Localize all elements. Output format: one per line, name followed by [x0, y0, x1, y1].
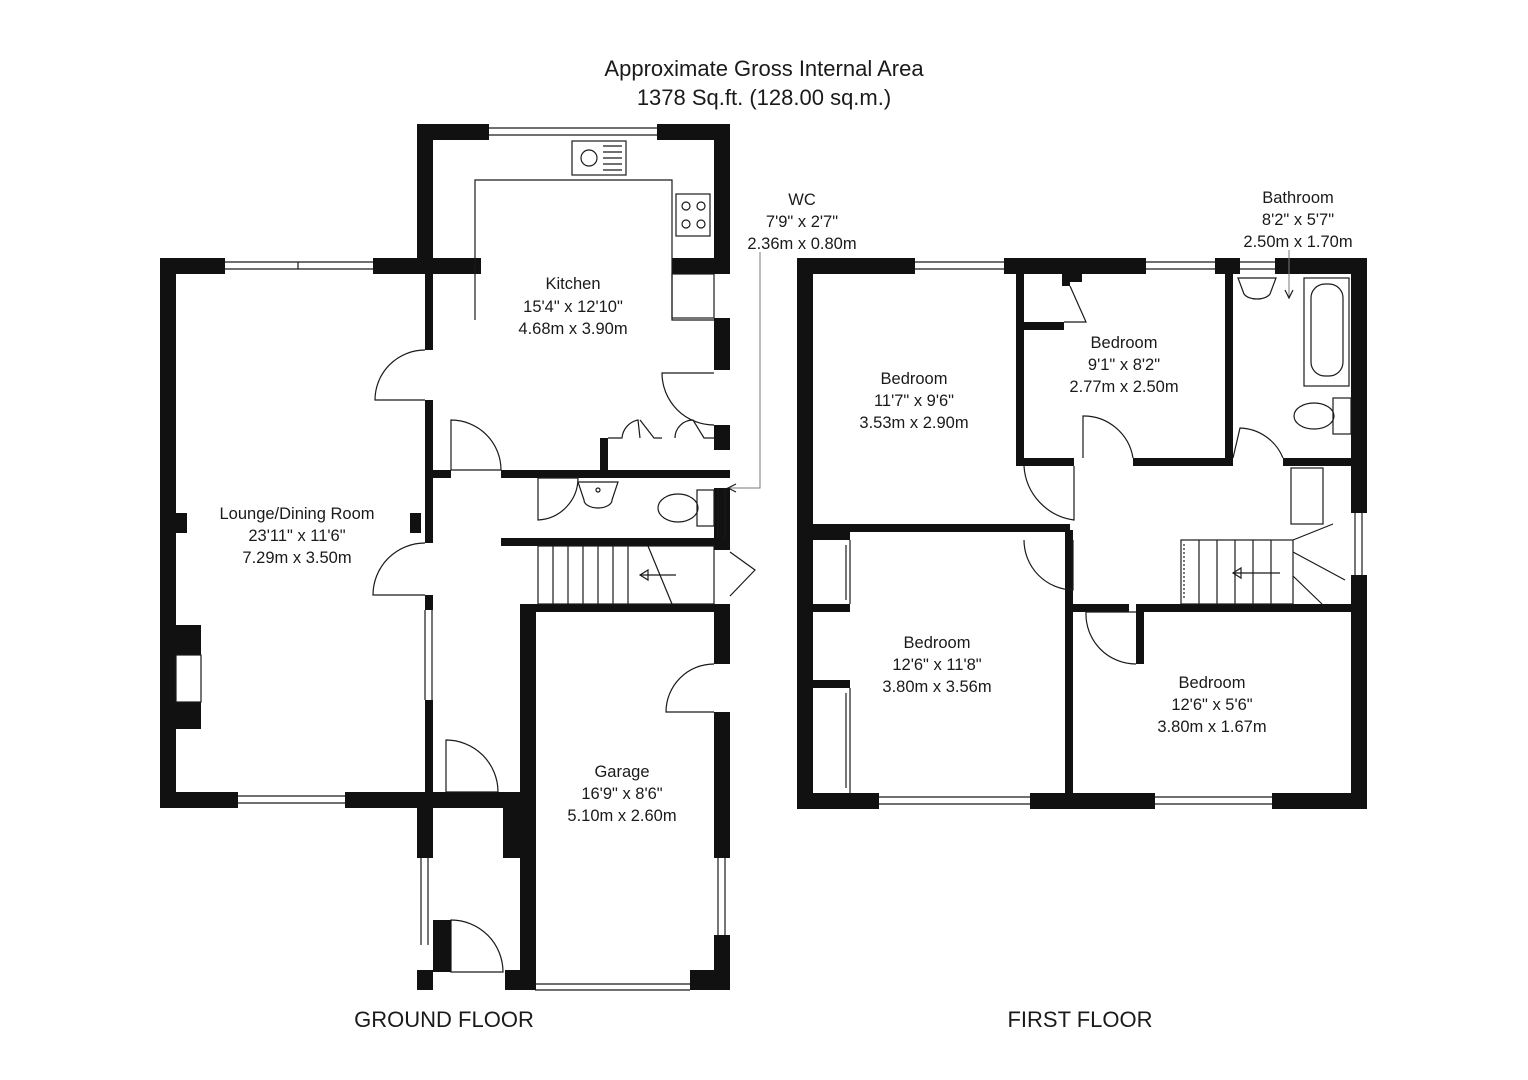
bathroom-arrow-icon [1284, 250, 1294, 300]
bedroom1-imperial: 11'7" x 9'6" [874, 392, 954, 410]
wc-window [717, 488, 726, 538]
bedroom2-name: Bedroom [1091, 334, 1158, 352]
bedroom4-metric: 3.80m x 1.67m [1157, 718, 1266, 736]
bedroom1-metric: 3.53m x 2.90m [859, 414, 968, 432]
landing-staircase [1180, 467, 1346, 605]
garage-imperial: 16'9" x 8'6" [581, 785, 662, 803]
wc-door [537, 477, 579, 521]
wc-leader-line [730, 252, 761, 489]
bathroom-name: Bathroom [1262, 189, 1334, 207]
ground-floor-plan: Kitchen 15'4" x 12'10" 4.68m x 3.90m WC … [160, 124, 857, 1032]
toilet-icon [657, 489, 715, 527]
gross-area-value: 1378 Sq.ft. (128.00 sq.m.) [636, 85, 892, 110]
fireplace [175, 654, 202, 703]
area-header: Approximate Gross Internal Area 1378 Sq.… [0, 54, 1528, 112]
lounge-metric: 7.29m x 3.50m [242, 549, 351, 567]
kitchen-cupboard [671, 273, 715, 319]
lounge-patio-window [225, 261, 373, 270]
bedroom1-door [1023, 465, 1075, 521]
garage-metric: 5.10m x 2.60m [567, 807, 676, 825]
bedroom3-name: Bedroom [904, 634, 971, 652]
kitchen-worktop [474, 179, 714, 321]
first-floor-label: FIRST FLOOR [1007, 1007, 1152, 1032]
porch-window [420, 858, 429, 945]
kitchen-back-door [661, 372, 715, 426]
wc-arrow-icon [726, 483, 737, 493]
hall-glass-panel [424, 610, 433, 700]
lounge-front-window [238, 795, 345, 804]
bedroom3-imperial: 12'6" x 11'8" [892, 656, 981, 674]
bedroom2-door [1082, 415, 1134, 459]
garage-internal-door [665, 663, 715, 713]
hob-icon [675, 193, 711, 237]
gross-area-title: Approximate Gross Internal Area [604, 56, 924, 81]
bathroom-door [1232, 427, 1284, 459]
kitchen-imperial: 15'4" x 12'10" [523, 298, 623, 316]
first-floor-windows [879, 261, 1363, 805]
lounge-imperial: 23'11" x 11'6" [248, 527, 345, 545]
wardrobes [845, 540, 851, 793]
bath-basin-icon [1237, 277, 1277, 300]
garage-side-window [717, 858, 726, 935]
hall-partitions [425, 274, 730, 808]
bedroom3-door [1023, 539, 1074, 591]
first-floor-walls [797, 258, 1367, 809]
kitchen-window [489, 127, 657, 136]
first-floor-plan: Bathroom 8'2" x 5'7" 2.50m x 1.70m Bedro… [797, 189, 1367, 1032]
porch-internal-door [445, 739, 499, 793]
cupboard-door-bed2 [1064, 285, 1087, 323]
staircase [537, 545, 715, 605]
bathroom-imperial: 8'2" x 5'7" [1262, 211, 1334, 229]
bathtub-icon [1303, 277, 1350, 387]
pantry-door-left [608, 419, 641, 439]
bedroom4-door [1085, 611, 1137, 665]
kitchen-hall-door [450, 419, 502, 471]
ground-floor-label: GROUND FLOOR [354, 1007, 534, 1032]
bath-toilet-icon [1293, 397, 1352, 435]
bedroom3-metric: 3.80m x 3.56m [882, 678, 991, 696]
kitchen-name: Kitchen [545, 275, 600, 293]
lounge-walls [160, 258, 535, 808]
lounge-kitchen-door [374, 349, 426, 401]
bathroom-metric: 2.50m x 1.70m [1243, 233, 1352, 251]
bedroom4-name: Bedroom [1179, 674, 1246, 692]
bedroom2-metric: 2.77m x 2.50m [1069, 378, 1178, 396]
lounge-hall-door [372, 542, 426, 596]
bedroom1-name: Bedroom [881, 370, 948, 388]
garage-name: Garage [594, 763, 649, 781]
front-door [450, 919, 504, 973]
porch-garage-walls [417, 604, 730, 990]
pantry-door-right [639, 419, 662, 439]
wc-imperial: 7'9" x 2'7" [766, 213, 838, 231]
wc-basin-icon [577, 481, 619, 509]
lounge-name: Lounge/Dining Room [219, 505, 374, 523]
wc-metric: 2.36m x 0.80m [747, 235, 856, 253]
wc-name: WC [788, 191, 816, 209]
kitchen-metric: 4.68m x 3.90m [518, 320, 627, 338]
bedroom4-imperial: 12'6" x 5'6" [1171, 696, 1252, 714]
understair-door [729, 551, 756, 597]
sink-icon [571, 140, 627, 176]
cupboard-door [674, 419, 714, 439]
garage-door-opening [535, 983, 690, 991]
bedroom2-imperial: 9'1" x 8'2" [1088, 356, 1160, 374]
